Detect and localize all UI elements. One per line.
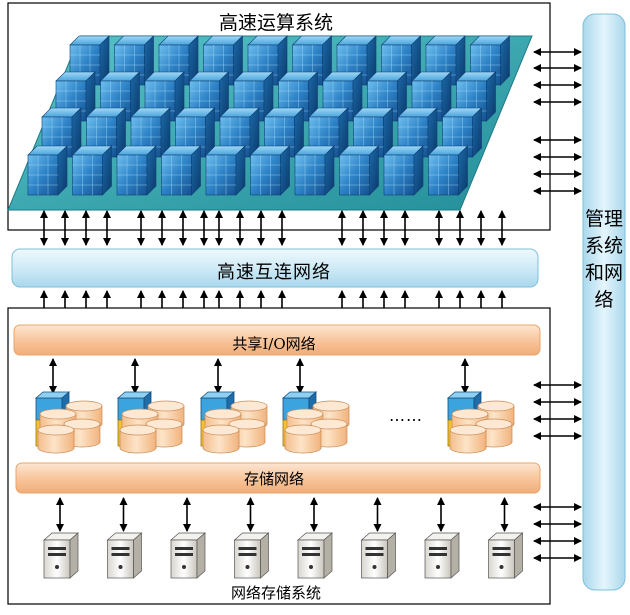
disk-array-icon <box>446 391 515 454</box>
server-tower-icon <box>424 532 460 579</box>
disk-array-icon <box>116 391 185 454</box>
network-storage-system-title: 网络存储系统 <box>230 584 321 602</box>
compute-node-cube-icon <box>427 145 469 196</box>
network-storage-system-box <box>7 307 551 605</box>
compute-node-cube-icon <box>71 145 113 196</box>
server-tower-icon <box>43 532 79 579</box>
server-row <box>43 532 524 579</box>
storage-network-bar <box>15 462 541 494</box>
storage-to-server-links <box>56 497 509 532</box>
shared-io-network-label: 共享I/O网络 <box>232 335 316 353</box>
disk-array-icon <box>199 391 268 454</box>
compute-node-cube-icon <box>383 145 424 196</box>
server-tower-icon <box>297 532 333 579</box>
compute-node-cube-icon <box>249 145 291 196</box>
server-tower-icon <box>170 532 206 579</box>
io-to-storage-links <box>49 358 469 394</box>
compute-node-grid <box>27 35 511 196</box>
storage-ellipsis: …… <box>389 406 423 425</box>
high-speed-network-label: 高速互连网络 <box>217 262 331 283</box>
compute-node-cube-icon <box>338 145 380 196</box>
compute-node-cube-icon <box>160 145 202 196</box>
compute-system-title: 高速运算系统 <box>218 12 333 34</box>
high-speed-network-bar <box>11 248 539 288</box>
disk-array-icon <box>34 391 103 454</box>
compute-node-cube-icon <box>205 145 246 196</box>
server-tower-icon <box>487 532 524 579</box>
compute-node-cube-icon <box>27 145 68 196</box>
shared-io-network-bar <box>13 324 541 356</box>
compute-to-network-links <box>40 210 506 246</box>
compute-node-cube-icon <box>294 145 335 196</box>
compute-node-cube-icon <box>116 145 157 196</box>
server-tower-icon <box>360 532 397 579</box>
management-links <box>533 48 582 562</box>
storage-network-label: 存储网络 <box>243 470 304 488</box>
management-label: 管理系统和网络 <box>584 208 623 311</box>
server-tower-icon <box>233 532 270 579</box>
disk-array-icon <box>281 391 350 454</box>
server-tower-icon <box>106 532 143 579</box>
disk-array-row <box>34 391 515 454</box>
management-network-bar <box>582 13 626 591</box>
